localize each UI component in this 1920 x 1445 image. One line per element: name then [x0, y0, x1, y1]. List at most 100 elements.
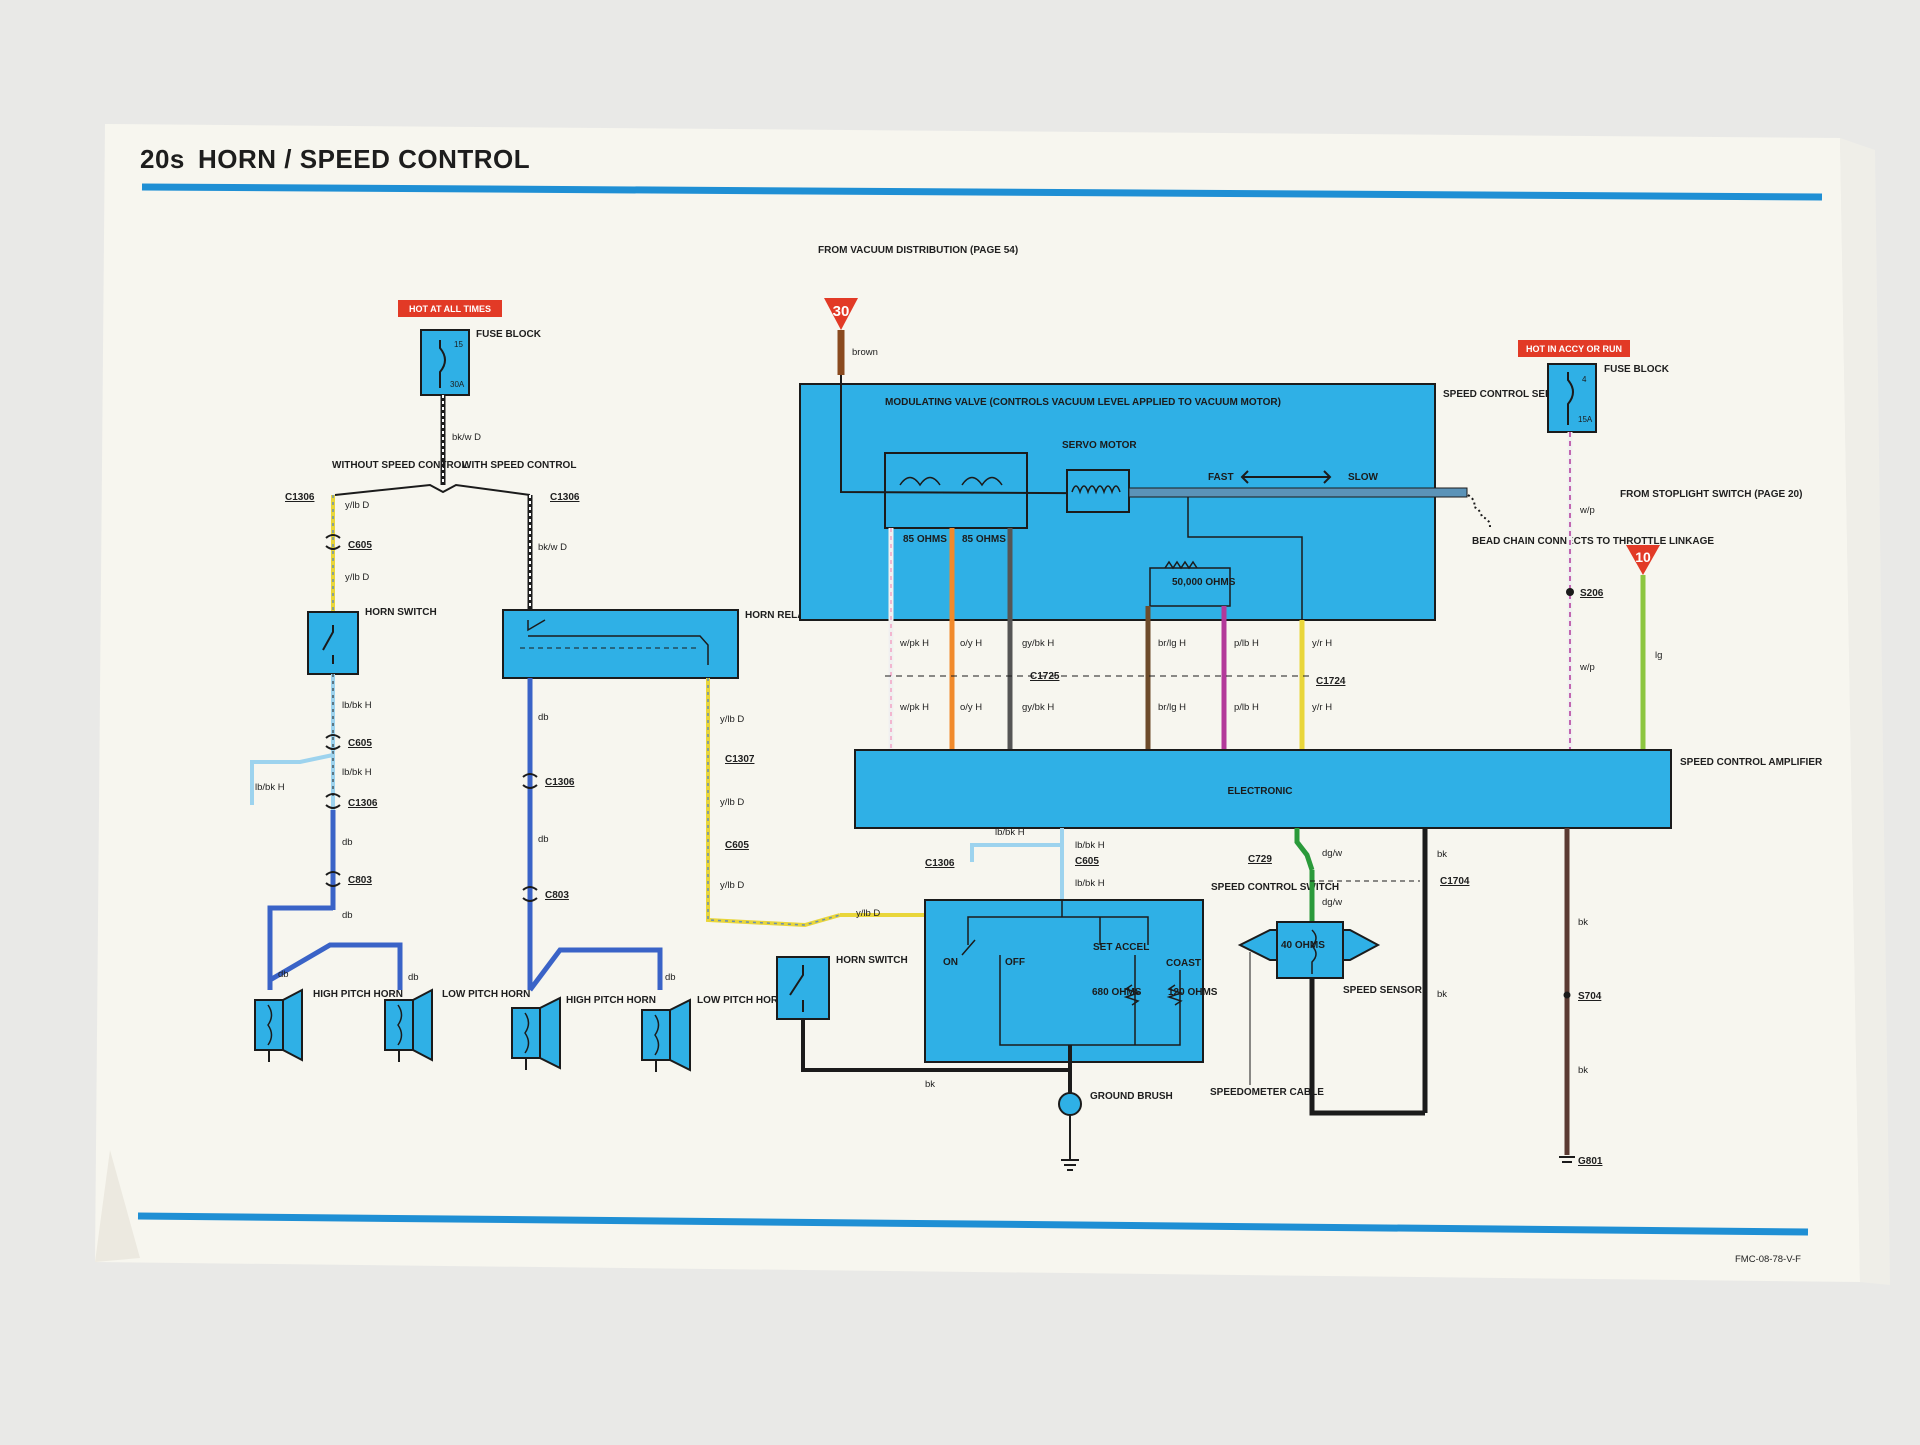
connector-c1704: C1704: [1440, 876, 1470, 887]
wire-label-lb-bk-3: lb/bk H: [342, 767, 372, 778]
fuse-right-amp: 15A: [1578, 415, 1593, 424]
high-pitch-horn-right: [511, 996, 561, 1070]
connector-c605-b-icon: [325, 734, 341, 750]
throttle-rod: [1128, 487, 1468, 498]
wire-label-w-p-1: w/p: [1579, 505, 1595, 516]
sensor-ohms: 40 OHMS: [1281, 940, 1325, 951]
wire-label-w-pk-1: w/pk H: [899, 638, 929, 649]
wire-db-horns-left: [267, 905, 403, 990]
wire-label-lb-bk-2: lb/bk H: [255, 782, 285, 793]
coil-b-ohms: 85 OHMS: [962, 534, 1006, 545]
resistor-icon: [1164, 560, 1198, 570]
fuse-right-num: 4: [1582, 375, 1587, 384]
solenoid-coils-icon: [899, 476, 1003, 487]
connector-c1724: C1724: [1316, 676, 1346, 687]
wire-label-dg-w-2: dg/w: [1322, 897, 1342, 908]
connector-c1306-b-icon: [325, 793, 341, 809]
fuse-right-label: FUSE BLOCK: [1604, 364, 1670, 375]
switch-set-accel-label: SET ACCEL: [1093, 942, 1149, 953]
wire-label-lb-bk-4: lb/bk H: [995, 827, 1025, 838]
connector-c803-a: C803: [348, 875, 372, 886]
ground-brush: [1058, 1092, 1082, 1116]
wire-label-bk-w-1: bk/w D: [452, 432, 481, 443]
servo-motor-label: SERVO MOTOR: [1062, 440, 1137, 451]
paper-curl: [95, 1150, 140, 1262]
fuse-element-right-icon: [1567, 372, 1574, 425]
horn-relay-label: HORN RELAY: [745, 610, 811, 621]
high-pitch-horn-left-label: HIGH PITCH HORN: [313, 989, 403, 1000]
connector-c605-b: C605: [348, 738, 372, 749]
high-pitch-horn-left: [254, 988, 303, 1062]
relay-contact-icon: [527, 619, 709, 665]
vacuum-ref-number: 30: [833, 303, 850, 320]
low-pitch-horn-right: [641, 998, 691, 1072]
wire-dg-w: [1294, 828, 1315, 930]
wire-label-gy-bk-2: gy/bk H: [1022, 702, 1054, 713]
switch-resistors-icon: [1123, 984, 1184, 1006]
wire-label-bk-4: bk: [1578, 917, 1588, 928]
connector-c1307: C1307: [725, 754, 755, 765]
with-speed-control-label: WITH SPEED CONTROL: [462, 460, 576, 471]
connector-c605-a: C605: [348, 540, 372, 551]
pot-50k-box: [1149, 567, 1231, 607]
wire-label-gy-bk-1: gy/bk H: [1022, 638, 1054, 649]
wire-label-bk-3: bk: [1437, 989, 1447, 1000]
page-title: HORN / SPEED CONTROL: [198, 144, 530, 174]
wire-label-db-2: db: [342, 910, 353, 921]
wire-label-lb-bk-6: lb/bk H: [1075, 878, 1105, 889]
wire-label-br-lg-1: br/lg H: [1158, 638, 1186, 649]
wire-label-y-lb-2: y/lb D: [345, 572, 369, 583]
wire-label-db-7: db: [665, 972, 676, 983]
speedometer-cable-label: SPEEDOMETER CABLE: [1210, 1087, 1324, 1098]
header-rule: [141, 183, 1823, 201]
wire-label-brown: brown: [852, 347, 878, 358]
splice-s704: S704: [1578, 991, 1602, 1002]
wire-label-o-y-1: o/y H: [960, 638, 982, 649]
wire-label-db-1: db: [342, 837, 353, 848]
branch-bar: [334, 483, 531, 496]
hot-in-accy-badge: [1518, 340, 1630, 357]
wire-bk-sensor-loop: [1309, 978, 1425, 1116]
connector-c1306-d: C1306: [545, 777, 575, 788]
wire-label-o-y-2: o/y H: [960, 702, 982, 713]
wire-label-y-lb-6: y/lb D: [856, 908, 880, 919]
pot-50k-ohms: 50,000 OHMS: [1172, 577, 1236, 588]
servo-wires: [888, 528, 1305, 750]
switch-on-label: ON: [943, 957, 958, 968]
wire-label-w-pk-2: w/pk H: [899, 702, 929, 713]
switch-off-label: OFF: [1005, 957, 1025, 968]
vacuum-ref-triangle: [824, 298, 858, 330]
speed-control-servo: [799, 383, 1436, 621]
wire-label-lb-bk-1: lb/bk H: [342, 700, 372, 711]
splice-s206-dot: [1566, 588, 1574, 596]
connector-c1306-b: C1306: [348, 798, 378, 809]
fuse-element-left-icon: [439, 340, 446, 388]
connector-c729: C729: [1248, 854, 1272, 865]
wire-label-bk-5: bk: [1578, 1065, 1588, 1076]
hot-at-all-times-badge: [398, 300, 502, 317]
paper-fold: [1840, 138, 1890, 1285]
wire-label-db-3: db: [278, 969, 289, 980]
slow-label: SLOW: [1348, 472, 1379, 483]
servo-spring-icon: [1071, 485, 1121, 495]
connector-c1306-d-icon: [522, 773, 538, 789]
wire-label-p-lb-2: p/lb H: [1234, 702, 1259, 713]
wire-label-w-p-2: w/p: [1579, 662, 1595, 673]
low-pitch-horn-right-label: LOW PITCH HORN: [697, 995, 785, 1006]
sensor-coil-icon: [1310, 929, 1317, 974]
wire-label-db-6: db: [538, 834, 549, 845]
fast-label: FAST: [1208, 472, 1234, 483]
stoplight-ref-number: 10: [1635, 549, 1651, 565]
switch-contact-icon: [322, 625, 334, 664]
wire-label-dg-w-1: dg/w: [1322, 848, 1342, 859]
switch-lower-contact-icon: [789, 965, 804, 1012]
bead-chain-icon: [1467, 494, 1491, 528]
high-pitch-horn-right-label: HIGH PITCH HORN: [566, 995, 656, 1006]
modulating-valve-coils: [884, 452, 1028, 529]
ground-symbol-icon: [1061, 1115, 1079, 1171]
wire-label-y-lb-1: y/lb D: [345, 500, 369, 511]
speed-control-switch-label: SPEED CONTROL SWITCH: [1211, 882, 1339, 893]
splice-s206: S206: [1580, 588, 1604, 599]
modulating-valve-label: MODULATING VALVE (CONTROLS VACUUM LEVEL …: [885, 397, 1281, 408]
